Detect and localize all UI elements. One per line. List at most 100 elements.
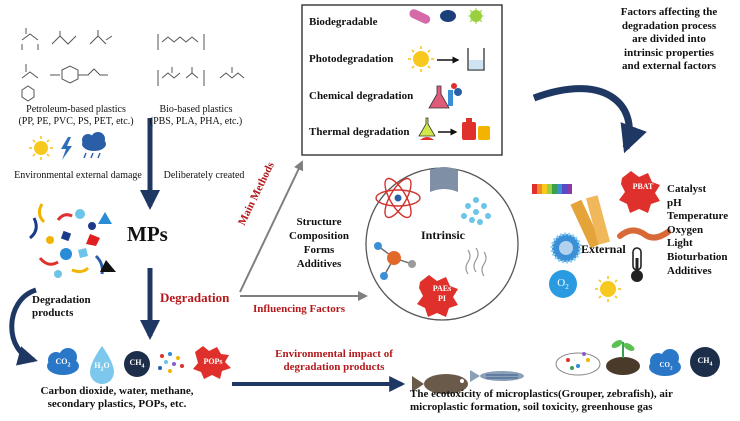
bio-plastics-examples: (PBS, PLA, PHA, etc.): [149, 116, 243, 127]
photodegradation-sun-icon: [408, 46, 434, 72]
water-drop-icon: [90, 346, 114, 384]
greenhouse-co2-cloud-icon: [649, 349, 681, 376]
ch4-text: CH4: [129, 358, 145, 370]
products-list-label: Carbon dioxide, water, methane, secondar…: [4, 385, 230, 411]
thermometer-icon: [631, 247, 643, 282]
method-biodegradable: Biodegradable: [309, 16, 378, 28]
pops-text: POPs: [203, 357, 223, 366]
factors-note-line1: Factors affecting the: [620, 6, 718, 18]
earthworm-icon: [617, 227, 671, 241]
pops-splash-icon: [193, 346, 231, 379]
intrinsic-prop-composition: Composition: [289, 230, 349, 242]
degradation-products-line2: products: [32, 307, 74, 319]
light-sun-icon: [595, 276, 621, 302]
factor-light: Light: [667, 237, 693, 250]
atom-icon: [375, 177, 421, 219]
factor-temperature: Temperature: [667, 210, 729, 223]
intrinsic-prop-structure: Structure: [296, 216, 342, 228]
greenhouse-co2-text: CO2: [659, 361, 673, 372]
air-microplastics-cloud-icon: [555, 352, 601, 376]
factors-note-line2: degradation process: [621, 19, 717, 32]
grouper-fish-icon: [412, 374, 468, 394]
sun-icon: [29, 136, 53, 160]
fibers-icon: [465, 247, 487, 277]
petroleum-plastics-label: Petroleum-based plastics (PP, PE, PVC, P…: [6, 104, 146, 128]
factor-ph: pH: [667, 196, 682, 209]
greenhouse-ch4-text: CH4: [697, 356, 713, 368]
products-list-line1: Carbon dioxide, water, methane,: [40, 385, 194, 397]
factors-note-line3: are divided into: [632, 33, 706, 45]
factors-note-line5: and external factors: [621, 60, 717, 72]
paes-splash-icon: [417, 275, 458, 317]
rain-cloud-icon: [82, 132, 106, 159]
external-factors-list: Catalyst pH Temperature Oxygen Light Bio…: [667, 183, 728, 278]
ecotoxicity-line2: microplastic formation, soil toxicity, g…: [410, 401, 653, 413]
method-thermal-degradation: Thermal degradation: [309, 126, 410, 138]
factor-bioturbation: Bioturbation: [667, 250, 728, 263]
intrinsic-prop-forms: Forms: [303, 244, 335, 256]
method-photodegradation: Photodegradation: [309, 53, 394, 65]
intrinsic-prop-additives: Additives: [296, 258, 342, 270]
ecotoxicity-line1: The ecotoxicity of microplastics(Grouper…: [410, 388, 673, 400]
degradation-products-line1: Degradation: [32, 294, 91, 306]
mps-label: MPs: [127, 222, 168, 246]
bio-plastics-title: Bio-based plastics: [159, 104, 233, 115]
bio-plastics-label: Bio-based plastics (PBS, PLA, PHA, etc.): [146, 104, 246, 128]
paes-pi-text: PAEs PI: [422, 284, 462, 304]
particles-icon: [461, 197, 491, 225]
thermal-flask-icon: [418, 117, 436, 140]
co2-cloud-icon: [47, 348, 79, 375]
factor-catalyst: Catalyst: [667, 183, 707, 195]
gas-canister-icon: [462, 118, 490, 140]
arrow-main-methods: [239, 160, 304, 293]
beaker-icon: [467, 48, 485, 71]
co2-text: CO2: [55, 357, 71, 369]
intrinsic-label: Intrinsic: [421, 228, 466, 242]
external-label: External: [581, 242, 626, 256]
pi-text: PI: [438, 294, 446, 303]
factors-note: Factors affecting the degradation proces…: [600, 6, 738, 74]
degradation-label: Degradation: [160, 290, 230, 305]
zebrafish-icon: [470, 370, 524, 382]
color-chart-icon: [532, 184, 572, 194]
deliberately-created-label: Deliberately created: [163, 170, 245, 181]
oxygen-badge-icon: [549, 270, 577, 298]
wood-sticks-icon: [570, 195, 611, 249]
bacteria-icon: [409, 8, 484, 24]
method-chemical-degradation: Chemical degradation: [309, 90, 414, 102]
ecotoxicity-label: The ecotoxicity of microplastics(Grouper…: [410, 388, 736, 414]
bio-polymer-structures-icon: [157, 34, 245, 86]
pbat-splash-icon: [619, 171, 660, 213]
environmental-damage-label: Environmental external damage: [14, 170, 142, 181]
petroleum-plastics-examples: (PP, PE, PVC, PS, PET, etc.): [18, 116, 134, 127]
soil-plant-icon: [606, 340, 640, 375]
environmental-impact-line2: degradation products: [283, 361, 385, 373]
lightning-icon: [61, 137, 72, 160]
greenhouse-methane-badge-icon: [690, 347, 720, 377]
factor-oxygen: Oxygen: [667, 223, 704, 236]
pbat-text: PBAT: [632, 182, 654, 191]
arrow-factors-curve: [532, 85, 647, 154]
environmental-impact-line1: Environmental impact of: [275, 348, 393, 360]
intrinsic-properties-list: Structure Composition Forms Additives: [284, 215, 354, 271]
secondary-plastics-dots-icon: [158, 352, 184, 373]
molecule-icon: [374, 242, 416, 280]
factors-note-line4: intrinsic properties: [624, 46, 714, 59]
arrow-degradation-curve: [9, 287, 38, 366]
degradation-products-label: Degradation products: [32, 294, 91, 320]
paes-text: PAEs: [432, 284, 452, 293]
influencing-factors-label: Influencing Factors: [253, 303, 345, 315]
microplastics-fragments-icon: [29, 203, 116, 278]
microbe-sphere-icon: [550, 232, 582, 264]
methane-badge-icon: [124, 351, 150, 377]
products-list-line2: secondary plastics, POPs, etc.: [47, 398, 187, 410]
h2o-text: H2O: [94, 361, 110, 373]
chemistry-flask-icon: [428, 83, 462, 109]
environmental-impact-label: Environmental impact of degradation prod…: [254, 348, 414, 374]
factor-additives: Additives: [667, 264, 712, 277]
film-sheet-icon: [430, 167, 458, 192]
o2-text: O2: [557, 277, 569, 292]
petroleum-polymer-structures-icon: [21, 28, 113, 102]
petroleum-plastics-title: Petroleum-based plastics: [26, 104, 126, 115]
